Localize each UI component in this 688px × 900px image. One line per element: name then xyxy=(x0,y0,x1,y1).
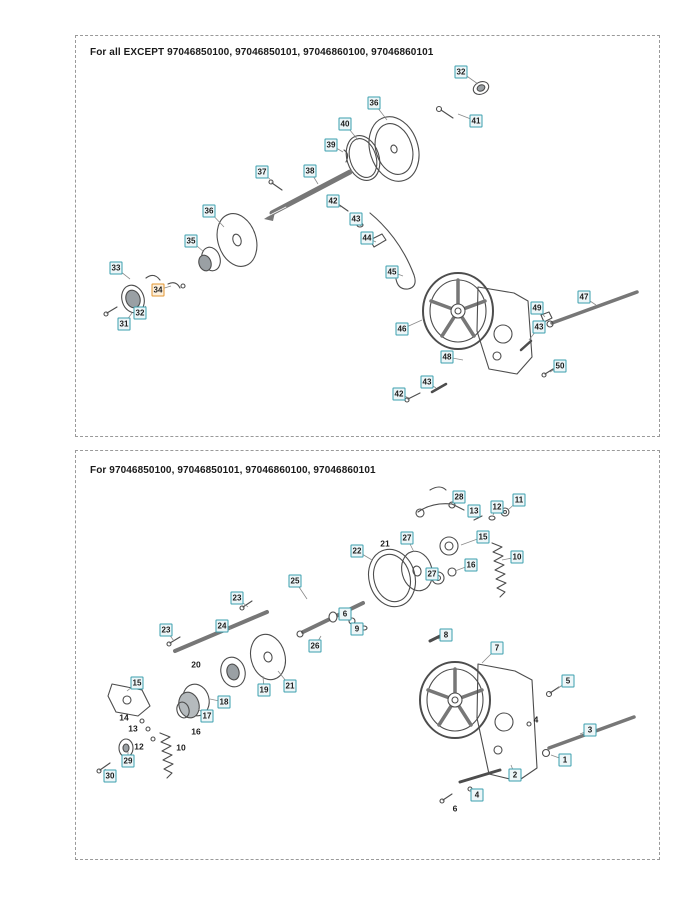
callout-top-39: 39 xyxy=(324,138,338,152)
callout-bottom-23: 23 xyxy=(230,591,244,605)
callout-bottom-27: 27 xyxy=(400,531,414,545)
callout-bottom-2: 2 xyxy=(508,768,522,782)
callout-bottom-6: 6 xyxy=(452,803,458,813)
callout-top-31: 31 xyxy=(117,317,131,331)
callout-top-47: 47 xyxy=(577,290,591,304)
callout-bottom-12: 12 xyxy=(134,741,144,751)
panel-bottom-title: For 97046850100, 97046850101, 9704686010… xyxy=(90,465,376,476)
callout-bottom-7: 7 xyxy=(490,641,504,655)
callout-bottom-28: 28 xyxy=(452,490,466,504)
callout-bottom-6: 6 xyxy=(338,607,352,621)
callout-bottom-21: 21 xyxy=(380,538,390,548)
callout-bottom-25: 25 xyxy=(288,574,302,588)
callout-bottom-16: 16 xyxy=(464,558,478,572)
callout-top-34: 34 xyxy=(151,283,165,297)
callout-top-38: 38 xyxy=(303,164,317,178)
callout-top-42: 42 xyxy=(326,194,340,208)
callout-bottom-8: 8 xyxy=(439,628,453,642)
callout-bottom-27: 27 xyxy=(425,567,439,581)
callout-bottom-10: 10 xyxy=(176,742,186,752)
callout-top-44: 44 xyxy=(360,231,374,245)
callout-top-43: 43 xyxy=(349,212,363,226)
callout-top-33: 33 xyxy=(109,261,123,275)
callout-bottom-13: 13 xyxy=(128,723,138,733)
callout-top-32: 32 xyxy=(133,306,147,320)
panel-top xyxy=(75,35,660,437)
callout-top-35: 35 xyxy=(184,234,198,248)
callout-bottom-15: 15 xyxy=(476,530,490,544)
callout-top-49: 49 xyxy=(530,301,544,315)
callout-bottom-13: 13 xyxy=(467,504,481,518)
callout-top-40: 40 xyxy=(338,117,352,131)
callout-bottom-30: 30 xyxy=(103,769,117,783)
callout-top-42: 42 xyxy=(392,387,406,401)
callout-bottom-4: 4 xyxy=(533,714,539,724)
callout-bottom-5: 5 xyxy=(561,674,575,688)
callout-top-43: 43 xyxy=(532,320,546,334)
callout-top-41: 41 xyxy=(469,114,483,128)
callout-bottom-14: 14 xyxy=(119,712,129,722)
callout-bottom-12: 12 xyxy=(490,500,504,514)
panel-top-title: For all EXCEPT 97046850100, 97046850101,… xyxy=(90,47,434,58)
callout-top-37: 37 xyxy=(255,165,269,179)
callout-top-36: 36 xyxy=(202,204,216,218)
callout-bottom-4: 4 xyxy=(470,788,484,802)
callout-top-43: 43 xyxy=(420,375,434,389)
callout-bottom-24: 24 xyxy=(215,619,229,633)
callout-bottom-16: 16 xyxy=(191,726,201,736)
callout-bottom-29: 29 xyxy=(121,754,135,768)
callout-bottom-3: 3 xyxy=(583,723,597,737)
top-panel-art xyxy=(104,79,637,402)
callout-top-48: 48 xyxy=(440,350,454,364)
panel-bottom xyxy=(75,450,660,860)
callout-top-36: 36 xyxy=(367,96,381,110)
callout-bottom-11: 11 xyxy=(512,493,526,507)
callout-bottom-9: 9 xyxy=(350,622,364,636)
callout-bottom-10: 10 xyxy=(510,550,524,564)
callout-top-45: 45 xyxy=(385,265,399,279)
callout-bottom-23: 23 xyxy=(159,623,173,637)
callout-top-46: 46 xyxy=(395,322,409,336)
callout-bottom-17: 17 xyxy=(200,709,214,723)
callout-top-32: 32 xyxy=(454,65,468,79)
callout-bottom-20: 20 xyxy=(191,659,201,669)
callout-top-50: 50 xyxy=(553,359,567,373)
callout-bottom-18: 18 xyxy=(217,695,231,709)
callout-bottom-26: 26 xyxy=(308,639,322,653)
callout-bottom-22: 22 xyxy=(350,544,364,558)
callout-bottom-21: 21 xyxy=(283,679,297,693)
callout-bottom-19: 19 xyxy=(257,683,271,697)
callout-bottom-1: 1 xyxy=(558,753,572,767)
callout-bottom-15: 15 xyxy=(130,676,144,690)
